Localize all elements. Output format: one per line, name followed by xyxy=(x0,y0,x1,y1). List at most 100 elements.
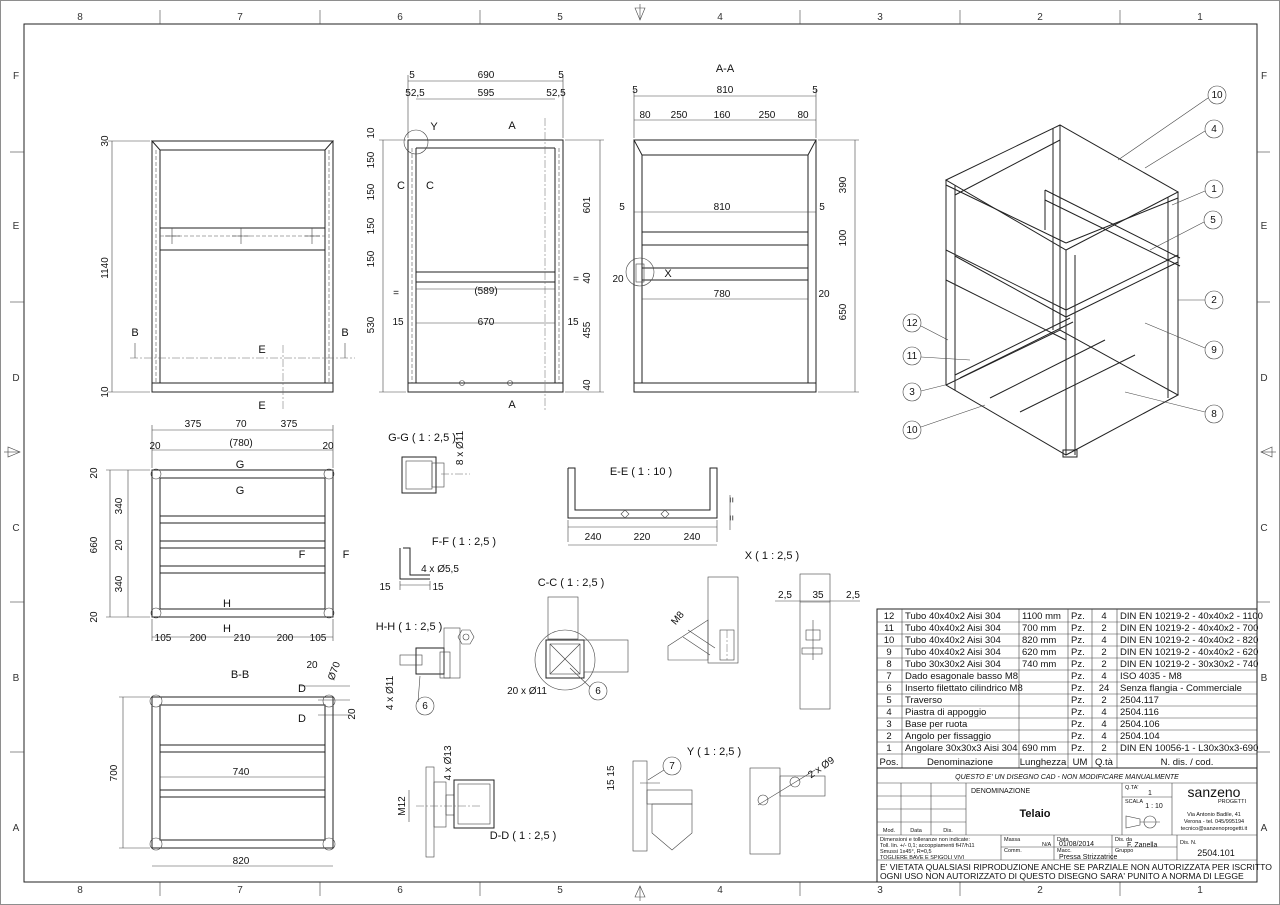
detail-mark-x: X xyxy=(664,268,672,280)
bom-cell-pos: 7 xyxy=(886,671,891,682)
dim-455: 455 xyxy=(582,321,593,338)
bom-cell-um: Pz. xyxy=(1071,707,1085,718)
dim-eq: = xyxy=(727,497,738,503)
bom-cell-qty: 4 xyxy=(1101,611,1106,622)
note-8xd11: 8 x Ø11 xyxy=(455,430,466,465)
bom-cell-desc: Tubo 40x40x2 Aisi 304 xyxy=(905,611,1001,622)
bom-header-um: UM xyxy=(1073,757,1088,768)
dim-35: 35 xyxy=(812,590,824,601)
section-mark-a: A xyxy=(508,120,516,132)
grid-col-label: 7 xyxy=(237,885,243,896)
dim-70: 70 xyxy=(235,419,247,430)
drawn-by-label: Dis. da xyxy=(1115,837,1133,843)
note-4xd13: 4 x Ø13 xyxy=(443,745,454,780)
dim-20: 20 xyxy=(114,539,125,551)
bom-cell-pos: 8 xyxy=(886,659,891,670)
bom-cell-len: 700 mm xyxy=(1022,623,1056,634)
bom-cell-len: 1100 mm xyxy=(1022,611,1061,622)
section-ee-view: E-E ( 1 : 10 ) 240 220 240 = = xyxy=(567,466,738,546)
bom-cell-pos: 9 xyxy=(886,647,891,658)
dim-15: 15 xyxy=(379,582,391,593)
section-mark-h: H xyxy=(223,623,231,635)
grid-labels: 8 7 6 5 4 3 2 1 8 7 6 5 4 3 2 1 F E D C … xyxy=(12,12,1267,896)
bom-cell-qty: 4 xyxy=(1101,731,1106,742)
title-block: QUESTO E' UN DISEGNO CAD - NON MODIFICAR… xyxy=(876,767,1272,883)
dim-670: 670 xyxy=(478,317,495,328)
bom-cell-desc: Tubo 40x40x2 Aisi 304 xyxy=(905,635,1001,646)
bom-header-code: N. dis. / cod. xyxy=(1161,757,1214,768)
dim-15: 15 xyxy=(567,317,579,328)
dim-220: 220 xyxy=(634,532,651,543)
dim-5: 5 xyxy=(558,70,564,81)
bom-cell-code: 2504.117 xyxy=(1120,695,1159,706)
section-cc-view: C-C ( 1 : 2,5 ) 6 20 x Ø11 xyxy=(507,577,629,701)
dim-250: 250 xyxy=(671,110,688,121)
tol-line-3: Smussi 1x45°, R=0,5 xyxy=(880,849,932,855)
dim-780: 780 xyxy=(714,289,731,300)
dim-5: 5 xyxy=(812,85,818,96)
grid-col-label: 7 xyxy=(237,12,243,23)
bom-cell-code: DIN EN 10219-2 - 40x40x2 - 620 xyxy=(1120,647,1258,658)
dim-150: 150 xyxy=(366,250,377,267)
iso-balloon: 10 xyxy=(906,425,918,436)
section-mark-c: C xyxy=(426,180,434,192)
qta-value: 1 xyxy=(1148,790,1152,797)
bom-cell-len: 740 mm xyxy=(1022,659,1056,670)
bom-header-desc: Denominazione xyxy=(927,757,993,768)
bom-cell-len: 690 mm xyxy=(1022,743,1056,754)
section-mark-f: F xyxy=(343,549,350,561)
isometric-view: 10 4 1 5 2 9 8 10 3 11 12 xyxy=(902,85,1227,458)
balloon-7: 7 xyxy=(669,761,675,772)
mod-label: Mod. xyxy=(883,828,896,834)
view-title-cc: C-C ( 1 : 2,5 ) xyxy=(538,577,605,589)
bom-cell-desc: Traverso xyxy=(905,695,942,706)
dim-160: 160 xyxy=(714,110,731,121)
label-m8: M8 xyxy=(669,609,687,627)
legal-line-1: E' VIETATA QUALSIASI RIPRODUZIONE ANCHE … xyxy=(880,862,1272,872)
view-title-dd: D-D ( 1 : 2,5 ) xyxy=(490,830,557,842)
disn-label: Dis. N. xyxy=(1180,840,1197,846)
bom-cell-um: Pz. xyxy=(1071,659,1085,670)
den-value: Telaio xyxy=(1020,808,1051,820)
bom-cell-um: Pz. xyxy=(1071,635,1085,646)
bom-cell-code: ISO 4035 - M8 xyxy=(1120,671,1182,682)
dim-20: 20 xyxy=(149,441,161,452)
macc-value: Pressa Strizzatrice xyxy=(1059,854,1117,861)
section-mark-d: D xyxy=(298,713,306,725)
bom-cell-code: DIN EN 10056-1 - L30x30x3-690 xyxy=(1120,743,1258,754)
dim-10: 10 xyxy=(366,127,377,139)
cad-note: QUESTO E' UN DISEGNO CAD - NON MODIFICAR… xyxy=(955,774,1179,781)
grid-row-label: F xyxy=(13,71,19,82)
bom-cell-desc: Tubo 40x40x2 Aisi 304 xyxy=(905,647,1001,658)
bom-cell-desc: Inserto filettato cilindrico M8 xyxy=(905,683,1023,694)
dim-650: 650 xyxy=(838,303,849,320)
grid-col-label: 1 xyxy=(1197,885,1203,896)
dim-700: 700 xyxy=(109,764,120,781)
brand-address: Via Antonio Badile, 41 xyxy=(1187,812,1241,818)
dim-52-5: 52,5 xyxy=(546,88,566,99)
dim-601: 601 xyxy=(582,196,593,213)
grid-col-label: 1 xyxy=(1197,12,1203,23)
section-mark-f: F xyxy=(299,549,306,561)
detail-x-view: X ( 1 : 2,5 ) 2,5 35 2,5 M8 xyxy=(667,550,860,710)
bom-cell-code: Senza flangia - Commerciale xyxy=(1120,683,1242,694)
dim-20: 20 xyxy=(89,611,100,623)
dim-810: 810 xyxy=(717,85,734,96)
grid-col-label: 3 xyxy=(877,12,883,23)
dim-eq: = xyxy=(573,274,579,285)
plan-view: 375 70 375 (780) 20 20 20 340 20 340 20 … xyxy=(89,419,350,644)
grid-row-label: D xyxy=(12,373,19,384)
grid-row-label: B xyxy=(1261,673,1268,684)
data-label: Data xyxy=(910,828,923,834)
dim-20: 20 xyxy=(612,274,624,285)
view-title-ff: F-F ( 1 : 2,5 ) xyxy=(432,536,496,548)
iso-balloon: 4 xyxy=(1211,124,1217,135)
dim-1140: 1140 xyxy=(100,257,111,279)
gruppo-label: Gruppo xyxy=(1115,848,1133,854)
bom-cell-code: DIN EN 10219-2 - 30x30x2 - 740 xyxy=(1120,659,1258,670)
iso-balloon: 9 xyxy=(1211,345,1217,356)
dim-5: 5 xyxy=(619,202,625,213)
grid-row-label: C xyxy=(1260,523,1267,534)
dim-240: 240 xyxy=(684,532,701,543)
